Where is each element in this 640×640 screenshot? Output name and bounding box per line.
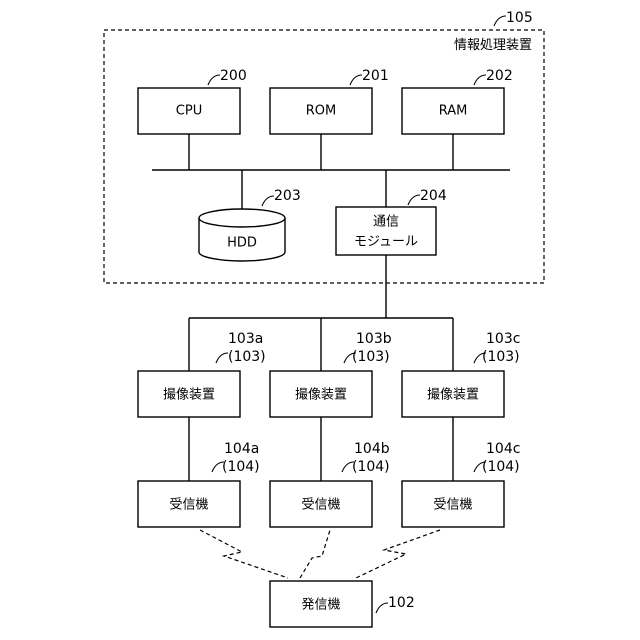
- camera-c-ref: 103c: [486, 331, 520, 347]
- camera-a-ref-leader: [216, 353, 228, 363]
- apparatus-boundary: [104, 30, 544, 283]
- camera-b-group: (103): [352, 349, 390, 365]
- wireless-link-a: [200, 530, 288, 578]
- camera-c-group: (103): [482, 349, 520, 365]
- receiver-b-ref: 104b: [354, 441, 390, 457]
- receiver-b-group: (104): [352, 459, 390, 475]
- cpu-label: CPU: [176, 104, 202, 119]
- camera-a-group: (103): [228, 349, 266, 365]
- comm-ref-leader: [408, 195, 420, 205]
- apparatus-ref-leader: [494, 16, 506, 26]
- receiver-b-label: 受信機: [301, 498, 340, 513]
- camera-a-label: 撮像装置: [163, 387, 215, 403]
- hdd-ref: 203: [274, 188, 301, 204]
- transmitter-ref: 102: [388, 595, 415, 611]
- receiver-a-label: 受信機: [169, 498, 208, 513]
- camera-a-ref: 103a: [228, 331, 263, 347]
- rom-ref-leader: [350, 75, 362, 85]
- apparatus-ref: 105: [506, 10, 533, 26]
- cpu-ref-leader: [208, 75, 220, 85]
- camera-c-label: 撮像装置: [427, 387, 479, 403]
- camera-b-label: 撮像装置: [295, 387, 347, 403]
- rom-label: ROM: [306, 104, 336, 119]
- ram-ref-leader: [474, 75, 486, 85]
- apparatus-title: 情報処理装置: [454, 38, 532, 53]
- comm-module-label-line2: モジュール: [354, 235, 418, 250]
- receiver-c-ref: 104c: [486, 441, 520, 457]
- transmitter-ref-leader: [376, 603, 388, 613]
- ram-ref: 202: [486, 68, 513, 84]
- hdd-ref-leader: [262, 196, 274, 206]
- transmitter-label: 発信機: [301, 598, 340, 613]
- cpu-ref: 200: [220, 68, 247, 84]
- receiver-c-group: (104): [482, 459, 520, 475]
- wireless-link-c: [356, 530, 440, 578]
- receiver-a-ref: 104a: [224, 441, 259, 457]
- camera-b-ref: 103b: [356, 331, 392, 347]
- comm-module-label-line1: 通信: [373, 215, 399, 230]
- wireless-link-b: [300, 530, 330, 578]
- ram-label: RAM: [439, 104, 468, 119]
- receiver-a-group: (104): [222, 459, 260, 475]
- hdd-label: HDD: [227, 236, 257, 251]
- rom-ref: 201: [362, 68, 389, 84]
- receiver-c-label: 受信機: [433, 498, 472, 513]
- comm-module-ref: 204: [420, 188, 447, 204]
